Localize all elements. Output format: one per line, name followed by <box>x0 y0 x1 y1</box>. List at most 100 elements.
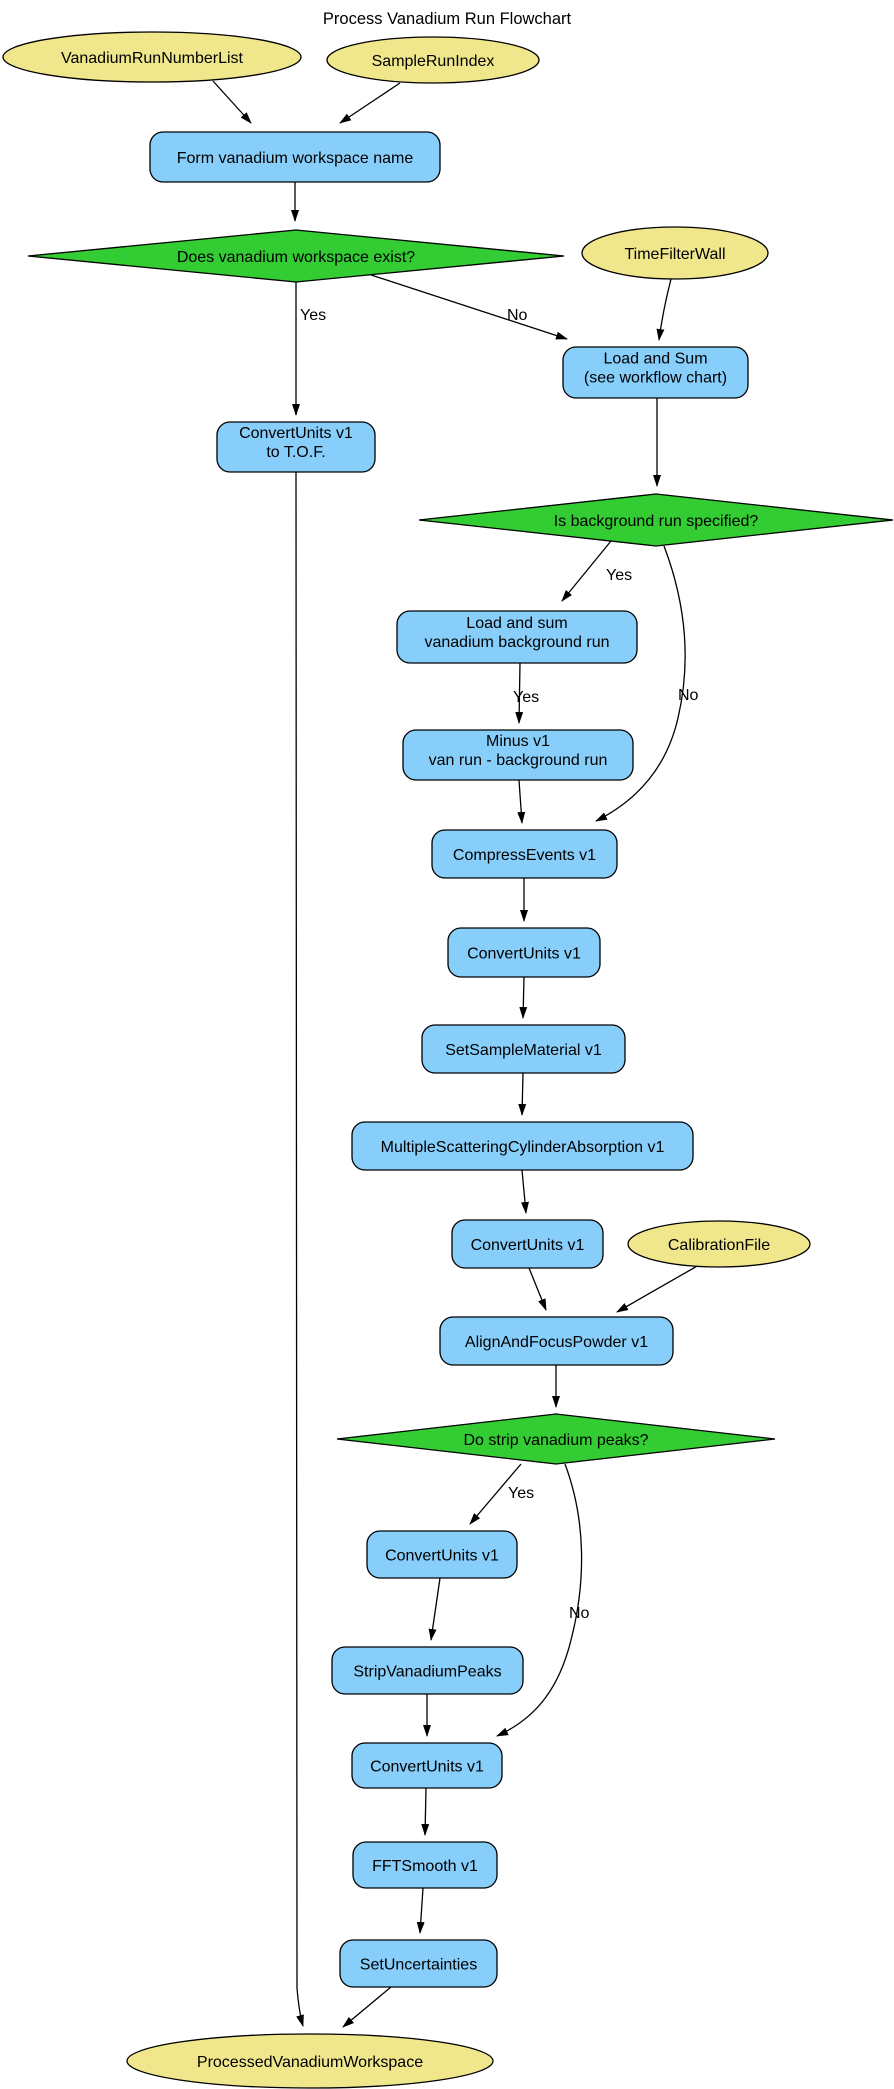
node-form-vanadium-workspace-name: Form vanadium workspace name <box>149 131 441 183</box>
node-set-sample-material: SetSampleMaterial v1 <box>421 1024 626 1074</box>
process-shape <box>216 421 376 473</box>
node-load-and-sum-vanadium-background-run: Load and sum vanadium background run <box>396 610 638 664</box>
process-shape <box>351 1121 694 1171</box>
edge-set-sample-material-to-multiple-scattering-cylinder-absorption <box>518 1072 527 1116</box>
process-shape <box>451 1219 604 1269</box>
process-shape <box>339 1939 498 1988</box>
node-label-line: SampleRunIndex <box>372 53 495 70</box>
node-sample-run-index: SampleRunIndex <box>326 36 540 84</box>
node-label-line: Is background run specified? <box>554 513 759 530</box>
edge-label-no: No <box>507 307 528 324</box>
edge-time-filter-wall-to-load-and-sum <box>656 278 672 341</box>
node-label-line: (see workflow chart) <box>584 370 727 387</box>
decision-shape <box>27 229 565 283</box>
edge-convert-units-2-to-align-and-focus-powder <box>528 1267 547 1311</box>
node-label-line: ConvertUnits v1 <box>385 1548 499 1565</box>
data-shape <box>581 226 769 280</box>
node-compress-events: CompressEvents v1 <box>431 829 618 879</box>
node-label-line: Minus v1 <box>486 733 550 750</box>
node-label-line: to T.O.F. <box>266 444 325 461</box>
process-shape <box>562 346 749 399</box>
edge-convert-units-4-to-fft-smooth <box>421 1787 430 1836</box>
node-label-line: ConvertUnits v1 <box>471 1237 585 1254</box>
edge-is-background-run-specified-to-compress-events <box>595 545 686 822</box>
node-label-line: SetUncertainties <box>360 1957 477 1974</box>
process-shape <box>351 1742 503 1789</box>
process-shape <box>331 1646 524 1695</box>
edge-calibration-file-to-align-and-focus-powder <box>616 1264 700 1313</box>
edge-convert-units-3-to-strip-vanadium-peaks <box>428 1577 441 1641</box>
node-time-filter-wall: TimeFilterWall <box>581 226 769 280</box>
node-label-line: TimeFilterWall <box>624 246 725 263</box>
data-shape <box>326 36 540 84</box>
node-label-line: Load and sum <box>466 615 567 632</box>
process-shape <box>421 1024 626 1074</box>
node-label-line: CompressEvents v1 <box>453 847 596 864</box>
node-label-line: ConvertUnits v1 <box>467 946 581 963</box>
node-convert-units-1: ConvertUnits v1 <box>447 927 601 978</box>
data-shape <box>126 2033 494 2089</box>
decision-shape <box>418 493 894 547</box>
node-label-line: StripVanadiumPeaks <box>353 1664 501 1681</box>
edge-multiple-scattering-cylinder-absorption-to-convert-units-2 <box>520 1169 529 1214</box>
process-shape <box>431 829 618 879</box>
node-fft-smooth: FFTSmooth v1 <box>352 1841 498 1889</box>
node-label-line: Load and Sum <box>603 351 707 368</box>
process-shape <box>366 1530 518 1579</box>
edge-convert-units-tof-to-processed-vanadium-workspace <box>295 471 304 2027</box>
node-label-line: VanadiumRunNumberList <box>61 50 244 67</box>
node-align-and-focus-powder: AlignAndFocusPowder v1 <box>439 1316 674 1366</box>
edge-label-yes: Yes <box>508 1485 534 1502</box>
edge-sample-run-index-to-form-vanadium-workspace-name <box>339 82 401 124</box>
node-load-and-sum: Load and Sum (see workflow chart) <box>562 346 749 399</box>
diagram-title: Process Vanadium Run Flowchart <box>323 10 572 28</box>
node-calibration-file: CalibrationFile <box>627 1220 811 1268</box>
decision-shape <box>336 1413 776 1465</box>
node-does-vanadium-workspace-exist: Does vanadium workspace exist? <box>27 229 565 283</box>
edge-do-strip-vanadium-peaks-to-convert-units-4 <box>496 1463 583 1737</box>
process-shape <box>352 1841 498 1889</box>
node-label-line: CalibrationFile <box>668 1237 770 1254</box>
edge-label-yes: Yes <box>300 307 326 324</box>
edge-minus-van-run-background-run-to-compress-events <box>517 779 526 824</box>
node-processed-vanadium-workspace: ProcessedVanadiumWorkspace <box>126 2033 494 2089</box>
node-label-line: Do strip vanadium peaks? <box>464 1432 649 1449</box>
process-shape <box>447 927 601 978</box>
node-label-line: FFTSmooth v1 <box>372 1858 478 1875</box>
node-strip-vanadium-peaks: StripVanadiumPeaks <box>331 1646 524 1695</box>
process-shape <box>396 610 638 664</box>
edge-vanadium-run-number-list-to-form-vanadium-workspace-name <box>212 80 252 124</box>
process-shape <box>149 131 441 183</box>
edge-convert-units-1-to-set-sample-material <box>519 976 528 1019</box>
node-label-line: Form vanadium workspace name <box>177 150 414 167</box>
node-label-line: vanadium background run <box>424 634 609 651</box>
node-convert-units-3: ConvertUnits v1 <box>366 1530 518 1579</box>
node-set-uncertainties: SetUncertainties <box>339 1939 498 1988</box>
edge-fft-smooth-to-set-uncertainties <box>416 1887 425 1934</box>
node-is-background-run-specified: Is background run specified? <box>418 493 894 547</box>
node-label-line: MultipleScatteringCylinderAbsorption v1 <box>381 1139 665 1156</box>
data-shape <box>2 31 302 83</box>
edge-is-background-run-specified-to-load-and-sum-vanadium-background-run <box>561 540 612 602</box>
data-shape <box>627 1220 811 1268</box>
node-do-strip-vanadium-peaks: Do strip vanadium peaks? <box>336 1413 776 1465</box>
process-shape <box>402 729 634 781</box>
node-label-line: AlignAndFocusPowder v1 <box>465 1334 648 1351</box>
nodes-layer: VanadiumRunNumberList SampleRunIndexForm … <box>2 31 894 2089</box>
edge-label-yes: Yes <box>513 689 539 706</box>
node-vanadium-run-number-list: VanadiumRunNumberList <box>2 31 302 83</box>
edge-do-strip-vanadium-peaks-to-convert-units-3 <box>469 1463 522 1525</box>
node-label-line: ConvertUnits v1 <box>370 1759 484 1776</box>
node-multiple-scattering-cylinder-absorption: MultipleScatteringCylinderAbsorption v1 <box>351 1121 694 1171</box>
node-label-line: ProcessedVanadiumWorkspace <box>197 2054 423 2071</box>
node-convert-units-4: ConvertUnits v1 <box>351 1742 503 1789</box>
node-convert-units-2: ConvertUnits v1 <box>451 1219 604 1269</box>
edge-set-uncertainties-to-processed-vanadium-workspace <box>342 1986 392 2028</box>
edge-label-no: No <box>678 687 699 704</box>
edge-does-vanadium-workspace-exist-to-load-and-sum <box>361 271 568 340</box>
